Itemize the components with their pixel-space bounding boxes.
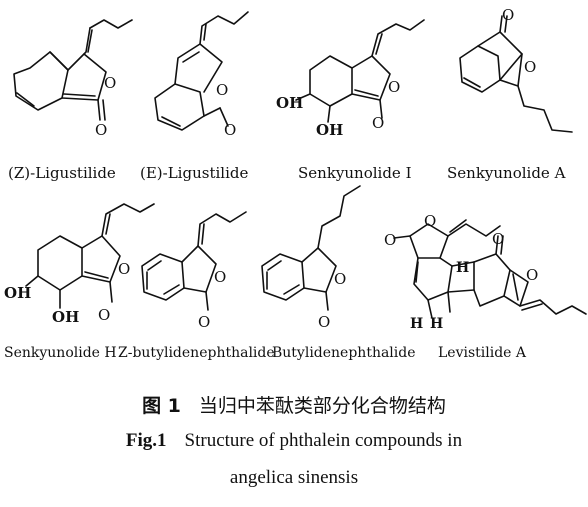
atom-oxygen-carbonyl: O: [198, 313, 210, 331]
levistilide-a-structure: O O O O H H H: [384, 212, 587, 332]
compound-name-senkyunolide-i: Senkyunolide I: [298, 164, 412, 182]
atom-oxygen-ring: O: [214, 268, 226, 286]
atom-oxygen-carbonyl: O: [98, 306, 110, 324]
caption-english: Fig.1 Structure of phthalein compounds in: [0, 430, 588, 452]
atom-oxygen-ring: O: [118, 260, 130, 278]
atom-oxygen-ring: O: [216, 81, 228, 99]
compound-name-butylidenephthalide: Butylidenephthalide: [272, 345, 416, 361]
atom-hydrogen-3: H: [430, 316, 443, 332]
caption-en-text: Structure of phthalein compounds in: [184, 430, 463, 451]
butylidenephthalide-structure: O O: [261, 185, 361, 331]
hydroxyl-group-2: OH: [316, 121, 343, 139]
caption-chinese: 图 1 当归中苯酞类部分化合物结构: [0, 391, 588, 418]
atom-oxygen-carbonyl: O: [95, 121, 107, 139]
atom-hydrogen-1: H: [456, 260, 469, 276]
atom-oxygen-ring: O: [104, 74, 116, 92]
hydroxyl-group-1: OH: [276, 94, 303, 112]
atom-oxygen-ring: O: [524, 58, 536, 76]
atom-oxygen-carbonyl: O: [318, 313, 330, 331]
atom-oxygen-carbonyl: O: [372, 114, 384, 132]
z-butylidenephthalide-structure: O O: [141, 211, 247, 331]
atom-oxygen-carbonyl-2: O: [492, 230, 504, 248]
senkyunolide-i-structure: O O OH OH: [276, 19, 425, 139]
caption-cn-text: 当归中苯酞类部分化合物结构: [198, 395, 446, 417]
caption-cn-label: 图 1: [142, 395, 181, 417]
phthalide-structures-figure: O O (Z)-Ligustilide O O (E)-Ligustilide …: [4, 6, 587, 361]
caption-english-line2: angelica sinensis: [229, 467, 359, 488]
senkyunolide-h-structure: O O OH OH: [4, 203, 155, 326]
atom-oxygen-ring-2: O: [526, 266, 538, 284]
compound-name-senkyunolide-a: Senkyunolide A: [447, 164, 566, 182]
z-ligustilide-structure: O O: [13, 19, 133, 139]
compound-name-senkyunolide-h: Senkyunolide H: [4, 345, 117, 361]
atom-oxygen-carbonyl: O: [502, 6, 514, 24]
caption-en-label: Fig.1: [125, 430, 167, 451]
atom-oxygen-carbonyl: O: [224, 121, 236, 139]
compound-name-levistilide-a: Levistilide A: [438, 345, 527, 361]
compound-name-z-ligustilide: (Z)-Ligustilide: [8, 164, 116, 182]
atom-oxygen-carbonyl-1: O: [384, 231, 396, 249]
e-ligustilide-structure: O O: [154, 11, 249, 139]
atom-oxygen-ring: O: [388, 78, 400, 96]
compound-name-e-ligustilide: (E)-Ligustilide: [140, 164, 248, 182]
senkyunolide-a-structure: O O: [459, 6, 573, 133]
atom-oxygen-ring-1: O: [424, 212, 436, 230]
hydroxyl-group-1: OH: [4, 284, 31, 302]
hydroxyl-group-2: OH: [52, 308, 79, 326]
atom-oxygen-ring: O: [334, 270, 346, 288]
compound-name-z-butylidenephthalide: Z-butylidenephthalide: [118, 345, 275, 361]
atom-hydrogen-2: H: [410, 316, 423, 332]
